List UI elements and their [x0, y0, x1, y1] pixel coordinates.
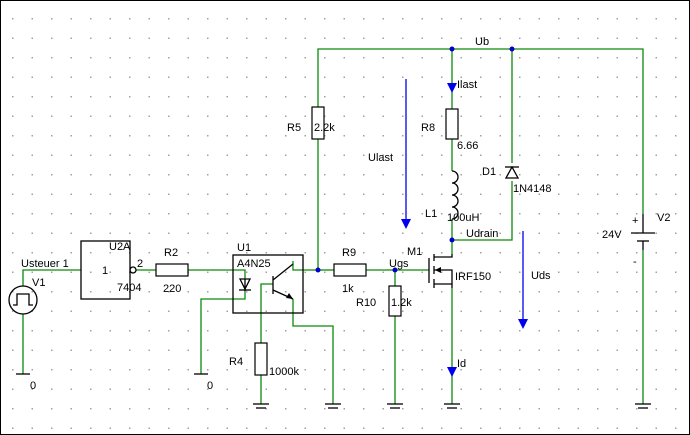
- ground-symbols: [16, 373, 651, 409]
- label-r8-ref: R8: [421, 122, 435, 134]
- label-gnd-v1: 0: [30, 380, 36, 392]
- label-m1-ref: M1: [407, 246, 422, 258]
- label-r10-value: 1.2k: [391, 297, 412, 309]
- wire-opto-emitter: [292, 299, 334, 404]
- label-v2-plus: +: [632, 215, 638, 227]
- label-v2-value: 24V: [602, 229, 622, 241]
- source-v1: [8, 285, 38, 315]
- label-u1-part: A4N25: [237, 258, 271, 270]
- label-ilast: Ilast: [457, 79, 477, 91]
- label-l1-ref: L1: [425, 208, 437, 220]
- label-v2-minus: -: [633, 256, 637, 268]
- label-u1-ref: U1: [237, 242, 251, 254]
- arrow-ilast: [447, 83, 457, 93]
- annotation-arrows: [401, 79, 528, 377]
- label-r4-ref: R4: [229, 356, 243, 368]
- label-pin2: 2: [137, 258, 143, 270]
- label-usteuer: Usteuer 1: [21, 258, 69, 270]
- label-r5-value: 2.2k: [314, 122, 335, 134]
- resistor-r4: [254, 342, 268, 376]
- optocoupler-u1: [232, 254, 304, 314]
- label-ugs: Ugs: [389, 258, 409, 270]
- mosfet-m1: [428, 254, 453, 288]
- wire-d1-drain: [452, 181, 513, 241]
- diode-d1: [504, 165, 520, 179]
- arrow-ulast-head: [401, 219, 411, 229]
- ground-opto: [325, 403, 341, 409]
- junction-ub-r8: [449, 46, 455, 52]
- ground-v2: [635, 403, 651, 409]
- junctions: [315, 46, 515, 273]
- label-r5-ref: R5: [287, 122, 301, 134]
- junction-drain-d1: [449, 237, 455, 243]
- ground-r10: [387, 403, 403, 409]
- arrow-id: [447, 367, 457, 377]
- wire-led-gnd: [200, 291, 246, 374]
- label-u2a-part: 7404: [117, 282, 141, 294]
- junction-ub-d1: [509, 46, 515, 52]
- label-v1-ref: V1: [32, 277, 45, 289]
- ground-r4: [253, 403, 269, 409]
- wire-ub-rail: [317, 48, 644, 214]
- label-d1-part: 1N4148: [513, 183, 552, 195]
- label-r10-ref: R10: [356, 297, 376, 309]
- label-gnd-u2a: 0: [207, 380, 213, 392]
- label-m1-part: IRF150: [455, 271, 491, 283]
- wire-opto-base: [260, 283, 273, 343]
- label-l1-value: 100uH: [447, 212, 479, 224]
- wire-r2-u1: [188, 269, 246, 279]
- arrow-uds-head: [518, 319, 528, 329]
- label-r8-value: 6.66: [457, 140, 478, 152]
- inductor-l1: [451, 170, 459, 220]
- label-id: Id: [457, 358, 466, 370]
- inverter-u2a: [80, 240, 137, 300]
- wire-opto-collector: [292, 261, 318, 271]
- battery-v2: [631, 214, 655, 250]
- label-d1-ref: D1: [482, 166, 496, 178]
- label-r2-ref: R2: [164, 247, 178, 259]
- resistor-r2: [155, 263, 189, 277]
- label-uds: Uds: [531, 270, 551, 282]
- wire-v1-top: [22, 269, 81, 286]
- label-r2-value: 220: [163, 283, 181, 295]
- resistor-r8: [445, 108, 459, 140]
- resistor-r10: [388, 285, 402, 317]
- label-ulast: Ulast: [368, 152, 393, 164]
- wires: [22, 48, 644, 404]
- labels: Ub Ilast Ulast Udrain Ugs Uds Id Usteuer…: [21, 36, 670, 392]
- junction-node-opto: [315, 267, 321, 273]
- label-r9-ref: R9: [342, 247, 356, 259]
- label-r4-value: 1000k: [269, 366, 299, 378]
- label-u2a-ref: U2A: [109, 241, 131, 253]
- label-udrain: Udrain: [466, 228, 498, 240]
- label-r9-value: 1k: [342, 283, 354, 295]
- resistor-r9: [333, 263, 367, 277]
- label-ub: Ub: [475, 36, 489, 48]
- label-v2-ref: V2: [657, 212, 670, 224]
- junction-gate-r10: [392, 267, 398, 273]
- ground-mosfet: [444, 403, 460, 409]
- resistor-r5: [311, 106, 325, 140]
- label-u2a-pin: 1: [102, 265, 108, 277]
